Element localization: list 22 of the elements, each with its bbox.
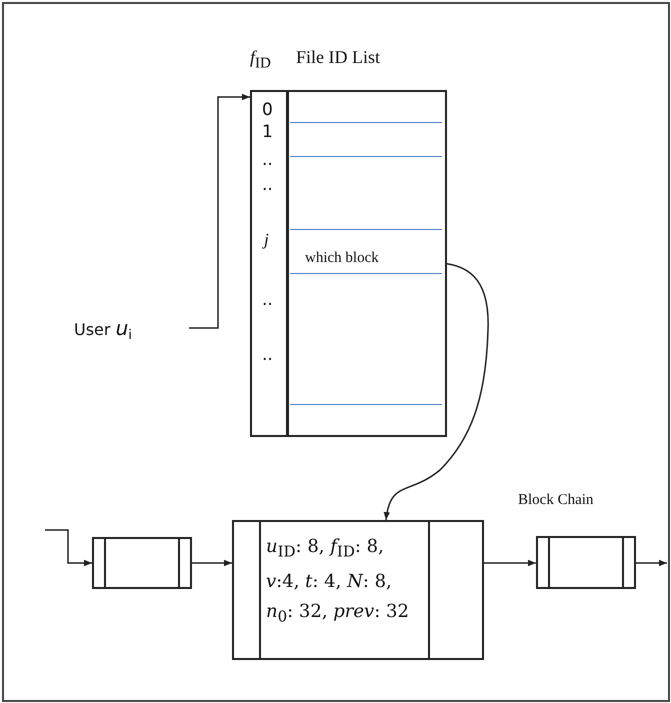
diagram-label: Block Chain: [518, 492, 594, 509]
index-label: 1: [262, 122, 273, 142]
arrow: [192, 560, 232, 566]
arrow: [189, 94, 250, 329]
chain-block: [536, 536, 636, 589]
index-label: ..: [262, 345, 273, 365]
arrow: [45, 529, 92, 566]
index-label: j: [264, 230, 269, 250]
table-entry-text: which block: [305, 250, 379, 267]
index-label: ..: [262, 150, 273, 170]
index-label: ..: [262, 290, 273, 310]
user-label: User u$_{i}$: [74, 316, 132, 344]
arrow: [636, 560, 667, 566]
table-title: File ID List: [296, 47, 380, 68]
block-fields-text: u$_{ID}$: 8, f$_{ID}$: 8, v:4, t: 4, N: 8, n$_{0}$: 32, prev: 32: [266, 535, 410, 628]
index-label: 0: [262, 100, 273, 120]
index-label: ..: [262, 175, 273, 195]
arrow: [384, 262, 489, 520]
chain-block: [232, 520, 484, 660]
arrow: [484, 560, 536, 566]
column-heading: f$_{ID}$: [250, 47, 271, 73]
chain-block: [92, 537, 192, 589]
